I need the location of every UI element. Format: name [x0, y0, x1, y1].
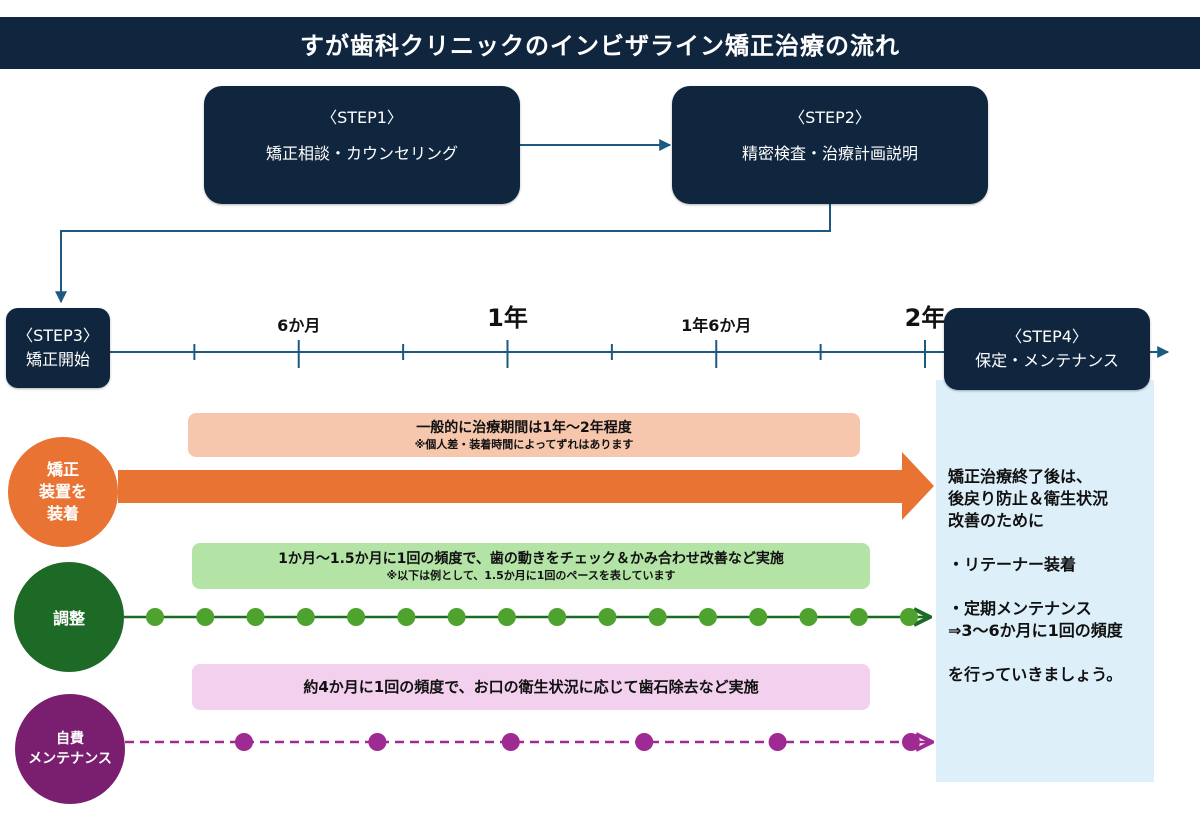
appliance-circle-line: 矯正: [46, 460, 79, 479]
adjustment-visit-dot: [497, 608, 516, 626]
tick-label: 2年: [904, 304, 946, 332]
panel-line: を行っていきましょう。: [948, 665, 1123, 684]
panel-line: ・リテーナー装着: [948, 555, 1077, 574]
maintenance-visit-dot: [501, 733, 520, 751]
maintenance-circle-line: 自費: [55, 731, 84, 747]
step3-name: 矯正開始: [25, 350, 90, 369]
page-title: すが歯科クリニックのインビザライン矯正治療の流れ: [0, 17, 1200, 69]
step2-to-step3-connector: [55, 204, 831, 304]
step4-info-text: 矯正治療終了後は、 後戻り防止＆衛生状況 改善のために ・リテーナー装着 ・定期…: [948, 466, 1154, 686]
step1-box: 〈STEP1〉 矯正相談・カウンセリング: [204, 86, 520, 204]
panel-line: [948, 642, 1154, 664]
adjustment-visit-dot: [799, 608, 818, 626]
adjustment-note-main: 1か月〜1.5か月に1回の頻度で、歯の動きをチェック＆かみ合わせ改善など実施: [278, 550, 784, 567]
appliance-note-sub: ※個人差・装着時間によってずれはあります: [414, 437, 634, 451]
tick-label: 6か月: [277, 316, 321, 335]
appliance-circle-line: 装着: [46, 504, 79, 523]
maintenance-visit-dot: [768, 733, 787, 751]
step4-label: 〈STEP4〉: [1006, 327, 1088, 346]
step3-box: 〈STEP3〉 矯正開始: [6, 308, 110, 388]
adjustment-visit-dot: [246, 608, 265, 626]
panel-line: [948, 576, 1154, 598]
maintenance-note: 約4か月に1回の頻度で、お口の衛生状況に応じて歯石除去など実施: [192, 664, 870, 710]
panel-line: 改善のために: [948, 511, 1045, 530]
maintenance-note-main: 約4か月に1回の頻度で、お口の衛生状況に応じて歯石除去など実施: [303, 678, 759, 696]
adjustment-visit-dot: [648, 608, 667, 626]
tick-label: 1年6か月: [681, 316, 752, 335]
appliance-note-main: 一般的に治療期間は1年〜2年程度: [416, 419, 632, 436]
step4-name: 保定・メンテナンス: [975, 351, 1119, 370]
step3-label: 〈STEP3〉: [17, 326, 99, 345]
appliance-circle-line: 装置を: [38, 482, 87, 501]
adjustment-circle: 調整: [14, 562, 124, 672]
step4-box: 〈STEP4〉 保定・メンテナンス: [944, 308, 1150, 390]
step1-name: 矯正相談・カウンセリング: [265, 144, 458, 163]
panel-line: 矯正治療終了後は、: [948, 467, 1093, 486]
adjustment-visit-dot: [698, 608, 717, 626]
adjustment-circle-label: 調整: [52, 609, 85, 628]
adjustment-visit-dot: [849, 608, 868, 626]
adjustment-visit-dot: [900, 608, 918, 626]
tick-label: 1年: [487, 304, 528, 332]
maintenance-visit-dot: [368, 733, 387, 751]
adjustment-note: 1か月〜1.5か月に1回の頻度で、歯の動きをチェック＆かみ合わせ改善など実施 ※…: [192, 543, 870, 589]
panel-line: 後戻り防止＆衛生状況: [948, 489, 1109, 508]
adjustment-visit-dot: [548, 608, 567, 626]
step4-info-panel: [936, 380, 1154, 782]
appliance-note: 一般的に治療期間は1年〜2年程度 ※個人差・装着時間によってずれはあります: [188, 413, 860, 457]
maintenance-visit-dot: [902, 733, 920, 751]
appliance-thick-arrow: [118, 452, 934, 520]
maintenance-visit-dot: [635, 733, 654, 751]
adjustment-visit-dot: [146, 608, 164, 626]
panel-line: ⇒3〜6か月に1回の頻度: [948, 621, 1123, 640]
adjustment-note-sub: ※以下は例として、1.5か月に1回のペースを表しています: [386, 568, 676, 582]
maintenance-visit-dot: [235, 733, 253, 751]
maintenance-circle-line: メンテナンス: [28, 751, 112, 767]
adjustment-visit-dot: [196, 608, 215, 626]
step2-name: 精密検査・治療計画説明: [741, 144, 918, 163]
adjustment-visit-dot: [296, 608, 315, 626]
appliance-circle: 矯正 装置を 装着: [8, 437, 118, 547]
step2-label: 〈STEP2〉: [789, 108, 871, 127]
adjustment-visit-dot: [347, 608, 366, 626]
panel-line: ・定期メンテナンス: [948, 599, 1092, 618]
adjustment-visit-dot: [749, 608, 768, 626]
adjustment-visit-dot: [447, 608, 466, 626]
step1-label: 〈STEP1〉: [321, 108, 403, 127]
step2-box: 〈STEP2〉 精密検査・治療計画説明: [672, 86, 988, 204]
maintenance-circle: 自費 メンテナンス: [15, 694, 125, 804]
adjustment-visit-dot: [397, 608, 416, 626]
adjustment-visit-dot: [598, 608, 617, 626]
panel-line: [948, 532, 1154, 554]
